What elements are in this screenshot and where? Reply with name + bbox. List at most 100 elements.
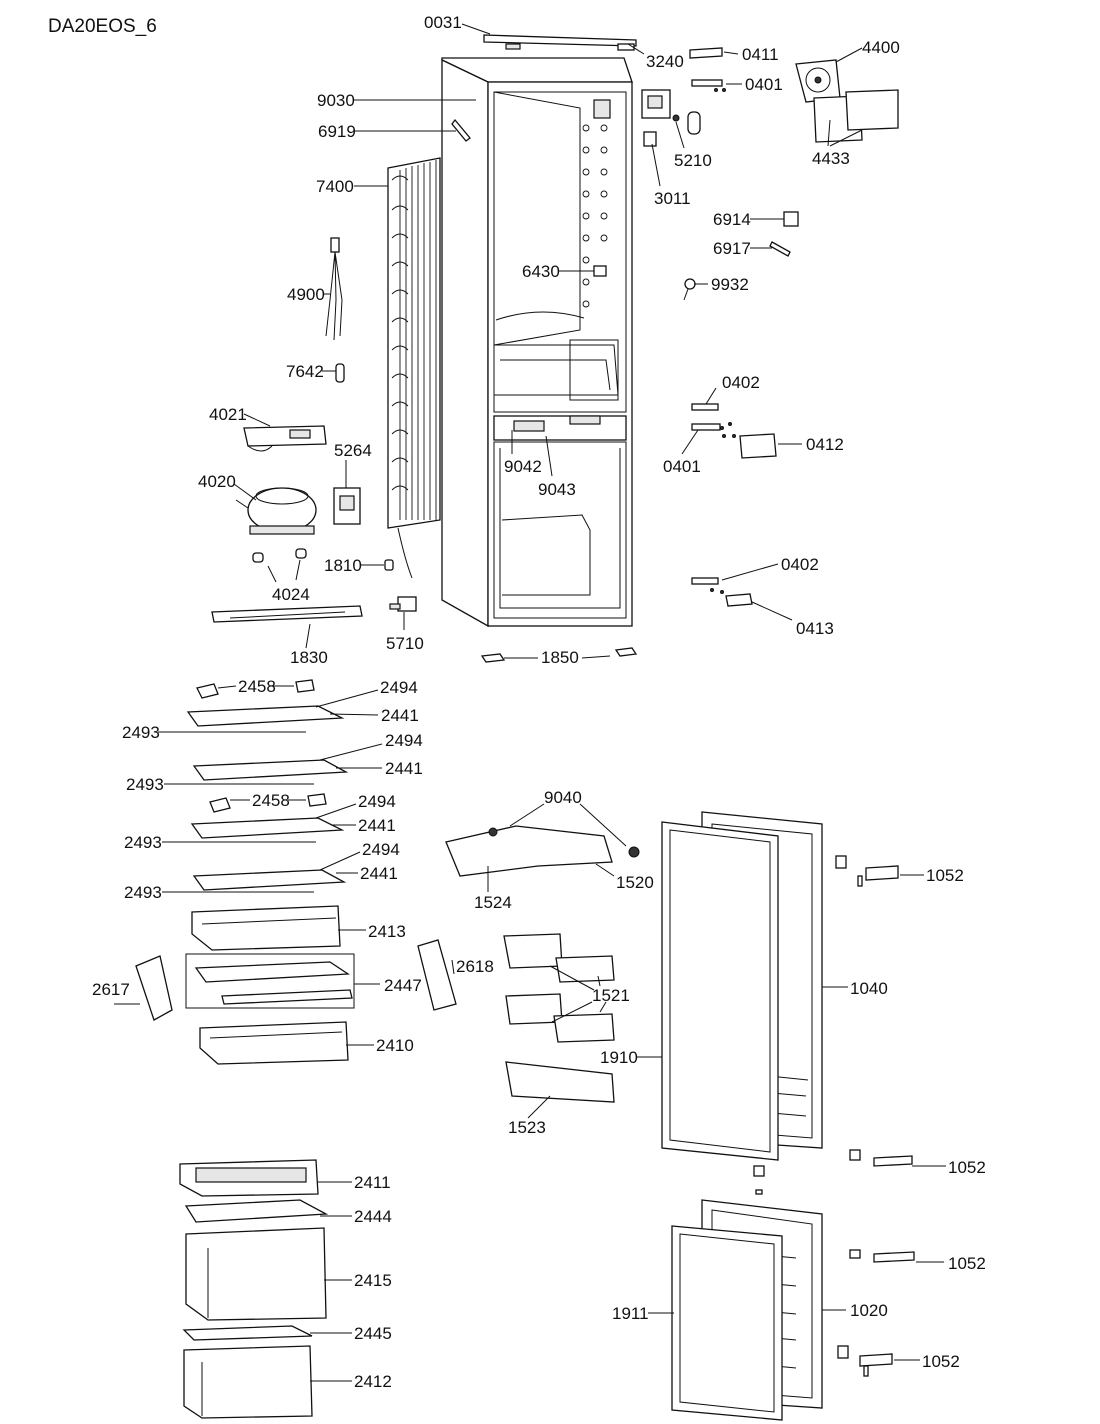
label-9030: 9030 (317, 91, 355, 110)
hinge-0401-lower (691, 422, 736, 438)
label-0401-mid: 0401 (663, 457, 701, 476)
condenser-coil (387, 157, 441, 579)
label-7400: 7400 (316, 177, 354, 196)
label-2617: 2617 (92, 980, 130, 999)
label-9932: 9932 (711, 275, 749, 294)
freezer-drawer-2415 (185, 1227, 327, 1321)
label-6914: 6914 (713, 210, 751, 229)
label-0031: 0031 (424, 13, 462, 32)
label-0411: 0411 (742, 45, 779, 64)
hinge-cover-0413 (725, 593, 753, 607)
cabinet-body (441, 57, 633, 628)
part-7642 (335, 363, 345, 383)
label-2458-low: 2458 (252, 791, 290, 810)
thermostat-5710 (389, 596, 417, 612)
bottom-rail (211, 605, 363, 623)
label-3011: 3011 (654, 189, 691, 208)
crisper-cover-frame (185, 953, 355, 1009)
glass-cover-2444 (184, 1199, 329, 1223)
label-2458-top: 2458 (238, 677, 276, 696)
label-3240: 3240 (646, 52, 684, 71)
label-2494-2: 2494 (385, 731, 423, 750)
leveling-foot-left (480, 653, 506, 663)
key-9932 (683, 278, 696, 301)
drip-tray (243, 425, 327, 452)
rubber-feet (252, 548, 307, 563)
label-4024: 4024 (272, 585, 310, 604)
label-4433: 4433 (812, 149, 850, 168)
label-2413: 2413 (368, 922, 406, 941)
label-0413: 0413 (796, 619, 834, 638)
label-1040: 1040 (850, 979, 888, 998)
label-1020: 1020 (850, 1301, 888, 1320)
label-4020: 4020 (198, 472, 236, 491)
label-4400: 4400 (862, 38, 900, 57)
clip-6919 (451, 118, 471, 142)
fridge-door-gasket (661, 821, 779, 1161)
label-1524: 1524 (474, 893, 512, 912)
glass-cover-2445 (182, 1325, 313, 1341)
label-0401-top: 0401 (745, 75, 783, 94)
shelf-supports-upper (196, 679, 315, 699)
label-9040: 9040 (544, 788, 582, 807)
label-4900: 4900 (287, 285, 325, 304)
label-2493-4: 2493 (124, 883, 162, 902)
side-rail-2617 (135, 955, 173, 1021)
label-2493-1: 2493 (122, 723, 160, 742)
label-1052-2: 1052 (948, 1158, 986, 1177)
part-6914 (783, 211, 799, 227)
freezer-drawer-2412 (183, 1345, 313, 1419)
freezer-door-gasket (671, 1225, 783, 1421)
label-1911: 1911 (612, 1304, 649, 1323)
label-1052-1: 1052 (926, 866, 964, 885)
label-2445: 2445 (354, 1324, 392, 1343)
part-1810 (384, 559, 394, 571)
label-9042: 9042 (504, 457, 542, 476)
label-2494-4: 2494 (362, 840, 400, 859)
part-labels: 0031 3240 0411 4400 0401 9030 6919 5210 … (92, 13, 986, 1391)
label-4021: 4021 (209, 405, 247, 424)
label-2494-3: 2494 (358, 792, 396, 811)
hinge-0402-bottom (691, 577, 724, 594)
diagram-title: DA20EOS_6 (48, 16, 157, 37)
drawer-2413 (191, 905, 341, 951)
label-2441-3: 2441 (358, 816, 396, 835)
label-2493-3: 2493 (124, 833, 162, 852)
label-1523: 1523 (508, 1118, 546, 1137)
label-2412: 2412 (354, 1372, 392, 1391)
label-2441-1: 2441 (381, 706, 419, 725)
power-cable (325, 237, 343, 341)
hinge-0411 (689, 47, 723, 59)
label-1521: 1521 (592, 986, 630, 1005)
label-3011 (643, 131, 657, 147)
label-1830: 1830 (290, 648, 328, 667)
label-1910: 1910 (600, 1048, 638, 1067)
label-2410: 2410 (376, 1036, 414, 1055)
label-6917: 6917 (713, 239, 751, 258)
label-2493-2: 2493 (126, 775, 164, 794)
label-1052-3: 1052 (948, 1254, 986, 1273)
door-hinges (753, 855, 915, 1377)
label-1850: 1850 (541, 648, 579, 667)
label-6919: 6919 (318, 122, 356, 141)
relay-box (333, 487, 361, 525)
label-2441-2: 2441 (385, 759, 423, 778)
top-strip (483, 34, 637, 47)
label-1810: 1810 (324, 556, 362, 575)
glass-shelf-4 (192, 869, 347, 891)
label-2618: 2618 (456, 957, 494, 976)
label-0402-mid: 0402 (722, 373, 760, 392)
label-2444: 2444 (354, 1207, 392, 1226)
dispenser-assembly (445, 825, 640, 877)
label-6430: 6430 (522, 262, 560, 281)
label-5264: 5264 (334, 441, 372, 460)
balcony-1521-c (505, 993, 563, 1025)
part-6917 (769, 241, 791, 257)
label-5710: 5710 (386, 634, 424, 653)
label-7642: 7642 (286, 362, 324, 381)
glass-shelf-1 (186, 705, 345, 727)
side-rail-2618 (417, 939, 457, 1011)
leader-lines (114, 23, 946, 1382)
drawer-2410 (199, 1021, 349, 1065)
